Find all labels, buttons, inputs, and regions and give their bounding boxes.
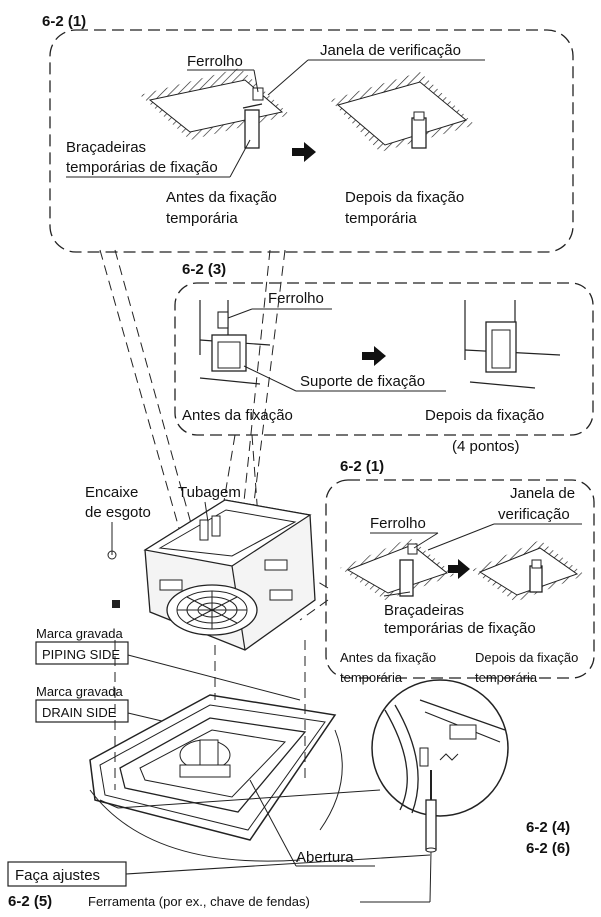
- panel-mid-before-label: Antes da fixação: [182, 407, 293, 424]
- panel-right-ref: 6-2 (1): [340, 458, 384, 475]
- panel-right-arrow: [448, 559, 470, 579]
- engraved-mark-label-1: Marca gravada: [36, 626, 123, 641]
- panel-right-latch-label: Ferrolho: [370, 515, 426, 532]
- zoom-detail: [371, 679, 509, 853]
- panel-mid-bracket-label: Suporte de fixação: [300, 373, 425, 390]
- ref-6-2-6-label: 6-2 (6): [526, 840, 570, 857]
- panel-mid-arrow: [362, 346, 386, 366]
- panel-top-latch-label: Ferrolho: [187, 53, 243, 70]
- piping-side-box: [35, 641, 129, 665]
- panel-top-after-line1: Depois da fixação: [345, 189, 464, 206]
- panel-right-clamps-line2: temporárias de fixação: [384, 620, 536, 637]
- panel-right-window-line1: Janela de: [510, 485, 575, 502]
- assembly-lines: [114, 640, 306, 790]
- panel-right: 6-2 (1) Ferrolho Janela de verificação B…: [325, 458, 595, 685]
- panel-mid: 6-2 (3) Ferrolho Suporte de fixação Ante…: [174, 261, 594, 455]
- panel-right-after-line2: temporária: [475, 670, 538, 685]
- panel-mid-latch-label: Ferrolho: [268, 290, 324, 307]
- panel-mid-ref: 6-2 (3): [182, 261, 226, 278]
- tool-label: Ferramenta (por ex., chave de fendas): [88, 894, 310, 909]
- panel-top-clamps-line1: Braçadeiras: [66, 139, 146, 156]
- drain-fitting-label-line2: de esgoto: [85, 504, 151, 521]
- panel-right-after-illustration: [472, 540, 585, 602]
- panel-right-clamps-line1: Braçadeiras: [384, 602, 464, 619]
- panel-mid-after-illustration: [464, 300, 561, 389]
- panel-top-arrow: [292, 142, 316, 162]
- drain-side-label: DRAIN SIDE: [42, 705, 117, 720]
- decorative-panel: [89, 694, 343, 862]
- panel-mid-after-label: Depois da fixação: [425, 407, 544, 424]
- panel-top-after-line2: temporária: [345, 210, 417, 227]
- panel-top: 6-2 (1) Ferrolho Janela de verificação B…: [42, 13, 574, 253]
- panel-mid-before-illustration: [199, 300, 271, 385]
- panel-right-window-line2: verificação: [498, 506, 570, 523]
- piping-side-label: PIPING SIDE: [42, 647, 120, 662]
- adjust-box: [7, 861, 127, 887]
- panel-top-ref: 6-2 (1): [42, 13, 86, 30]
- ref-6-2-5-label: 6-2 (5): [8, 893, 52, 910]
- engraved-mark-label-2: Marca gravada: [36, 684, 123, 699]
- panel-top-after-illustration: [330, 72, 475, 152]
- panel-right-border: [325, 479, 595, 679]
- panel-top-before-line2: temporária: [166, 210, 238, 227]
- drain-fitting-label-line1: Encaixe: [85, 484, 138, 501]
- piping-label: Tubagem: [178, 484, 241, 501]
- panel-top-border: [49, 29, 574, 253]
- panel-right-before-line2: temporária: [340, 670, 403, 685]
- drain-side-box: [35, 699, 129, 723]
- panel-top-before-illustration: [140, 68, 290, 149]
- ceiling-unit: [107, 499, 316, 651]
- ref-6-2-4-label: 6-2 (4): [526, 819, 570, 836]
- panel-top-before-line1: Antes da fixação: [166, 189, 277, 206]
- panel-top-clamps-line2: temporárias de fixação: [66, 159, 218, 176]
- panel-mid-points-label: (4 pontos): [452, 438, 520, 455]
- opening-label: Abertura: [296, 849, 354, 866]
- panel-right-before-line1: Antes da fixação: [340, 650, 436, 665]
- screwdriver-icon: [425, 799, 437, 851]
- panel-mid-border: [174, 282, 594, 436]
- panel-top-window-label: Janela de verificação: [320, 42, 461, 59]
- panel-right-before-illustration: [340, 538, 455, 600]
- panel-right-after-line1: Depois da fixação: [475, 650, 578, 665]
- adjust-label: Faça ajustes: [15, 867, 100, 884]
